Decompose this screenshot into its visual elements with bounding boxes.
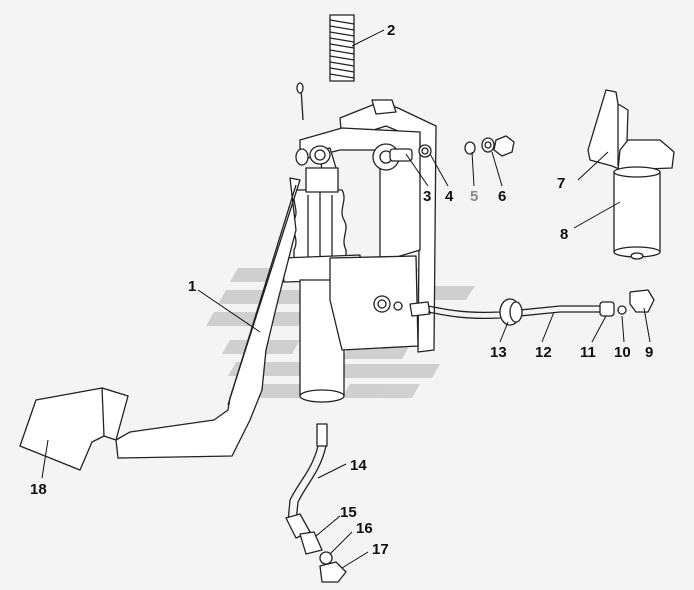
callout-16: 16	[356, 520, 373, 537]
callout-4: 4	[445, 188, 454, 205]
callout-5: 5	[470, 188, 478, 205]
pedal-pad	[19, 387, 129, 471]
supply-hose	[285, 423, 347, 583]
callout-6: 6	[498, 188, 506, 205]
callout-15: 15	[340, 504, 357, 521]
callout-7: 7	[557, 175, 565, 192]
callout-12: 12	[535, 344, 552, 361]
callout-8: 8	[560, 226, 568, 243]
leader-lines	[41, 29, 651, 569]
callout-13: 13	[490, 344, 507, 361]
master-cylinder	[281, 145, 419, 403]
return-spring	[329, 14, 355, 82]
callout-11: 11	[580, 344, 596, 361]
callout-18: 18	[30, 481, 47, 498]
callout-14: 14	[350, 457, 367, 474]
cotter-pin	[296, 82, 304, 121]
callout-labels: 1 2 3 4 5 6 7 8 9 10 11 12 13 14 15 16 1…	[30, 22, 653, 558]
pedal-lever	[115, 177, 301, 459]
callout-2: 2	[387, 22, 395, 39]
callout-3: 3	[423, 188, 431, 205]
callout-9: 9	[645, 344, 653, 361]
hydraulic-line	[409, 289, 655, 326]
fluid-reservoir	[613, 139, 675, 260]
pivot-fasteners	[389, 135, 515, 162]
callout-17: 17	[372, 541, 389, 558]
callout-10: 10	[614, 344, 631, 361]
callout-1: 1	[188, 278, 196, 295]
